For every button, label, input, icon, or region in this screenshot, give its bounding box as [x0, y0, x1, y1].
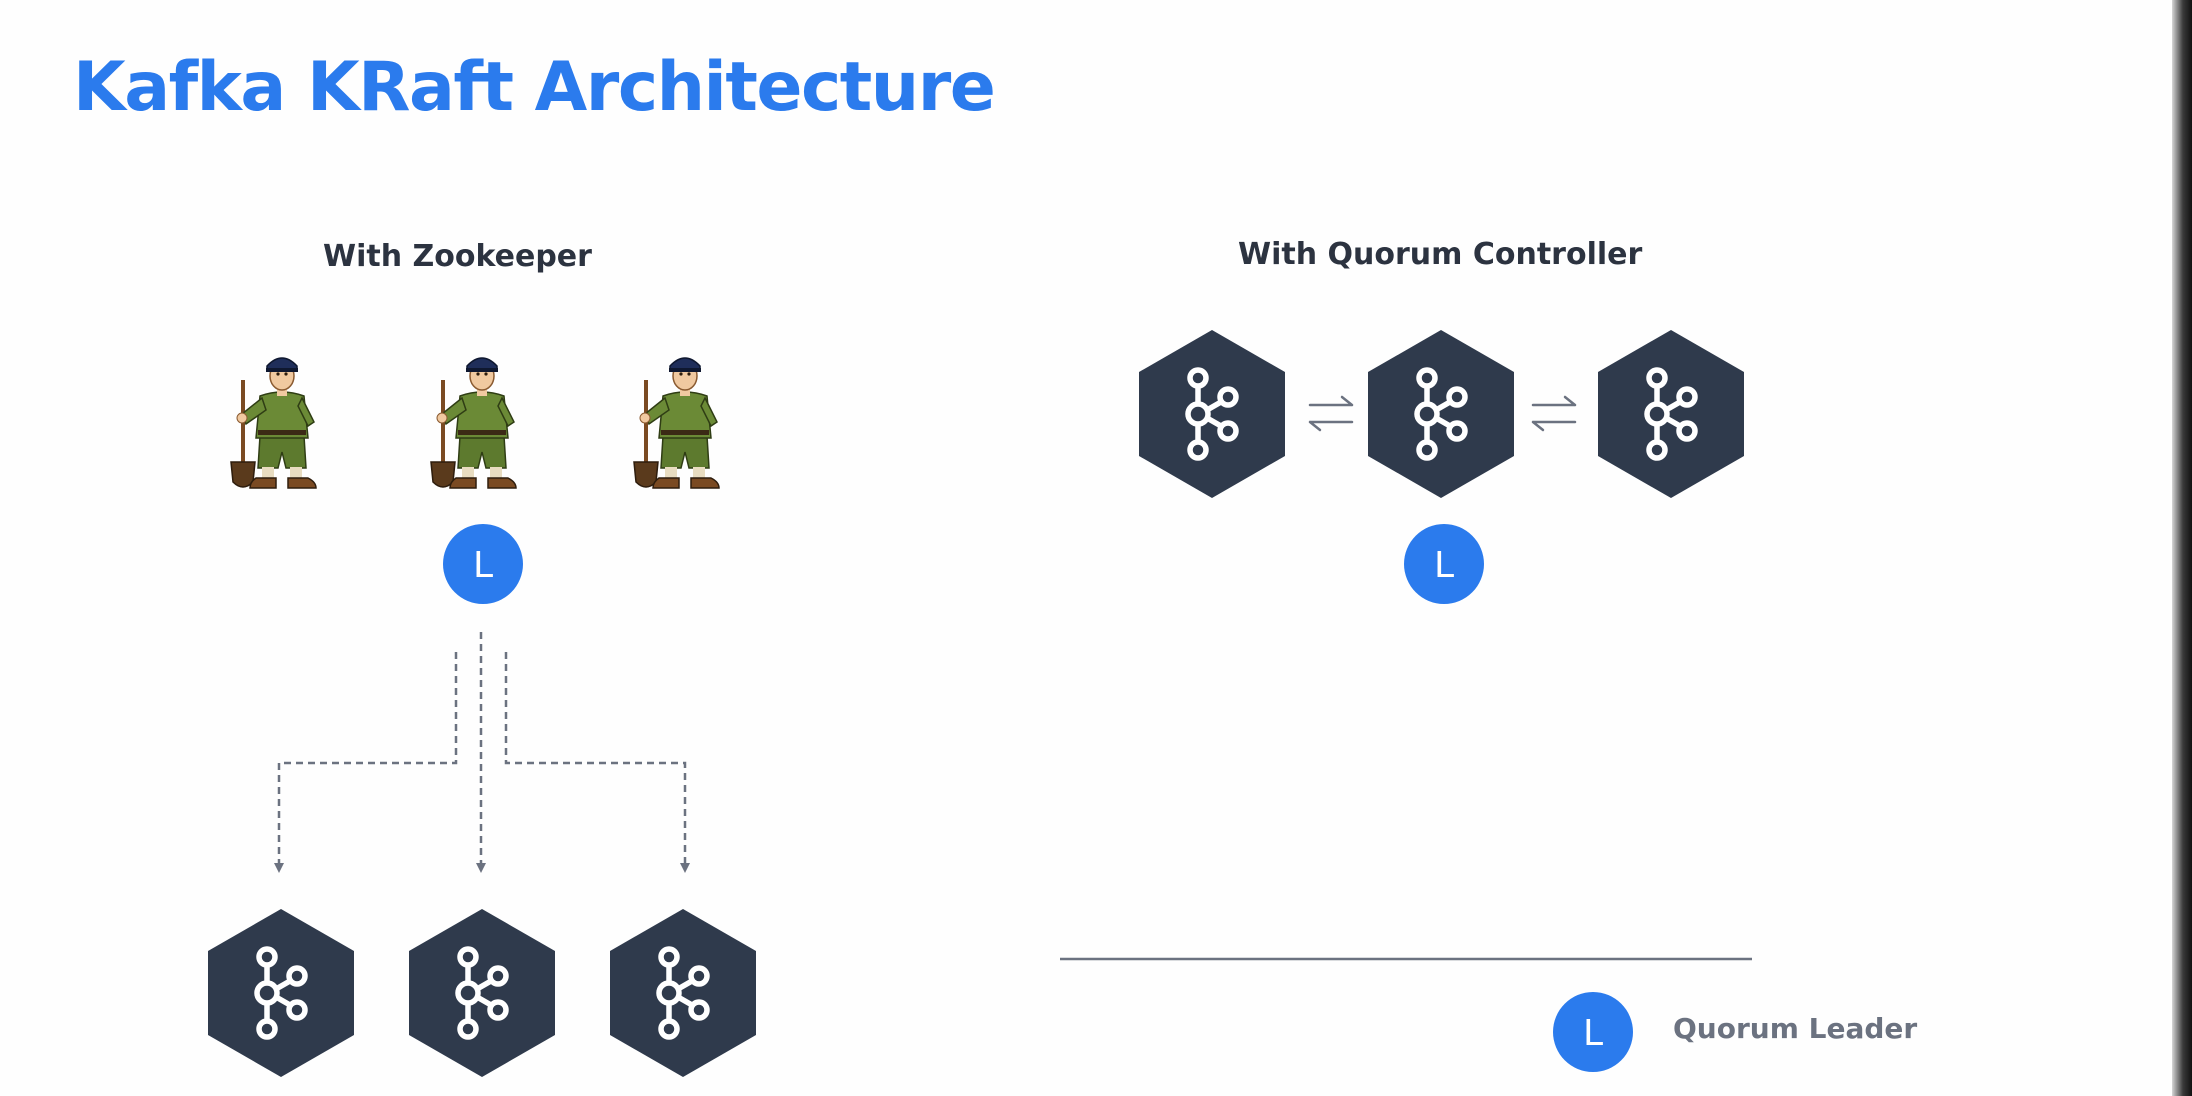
hexagon-shape — [409, 909, 555, 1077]
quorum-controller-2 — [1368, 330, 1514, 498]
connector-to-broker-3 — [504, 652, 690, 873]
bidirectional-arrows-icon — [1308, 395, 1354, 432]
zookeeper-keeper-icon — [230, 357, 317, 489]
zookeeper-leader-badge: L — [443, 524, 523, 604]
hexagon-shape — [208, 909, 354, 1077]
bidirectional-arrows-icon — [1531, 395, 1577, 432]
kafka-broker-2 — [409, 909, 555, 1077]
zookeeper-keeper-icon — [633, 357, 720, 489]
legend-badge-letter: L — [1583, 1013, 1603, 1054]
quorum-controller-3 — [1598, 330, 1744, 498]
zookeeper-node-1 — [230, 357, 317, 489]
hexagon-shape — [1368, 330, 1514, 498]
quorum-section-heading: With Quorum Controller — [1238, 237, 1643, 272]
hexagon-shape — [1139, 330, 1285, 498]
zookeeper-node-3 — [633, 357, 720, 489]
hexagon-shape — [1598, 330, 1744, 498]
leader-to-broker-connectors — [274, 632, 690, 873]
kafka-broker-1 — [208, 909, 354, 1077]
quorum-leader-badge: L — [1404, 524, 1484, 604]
kafka-broker-3 — [610, 909, 756, 1077]
legend-label: Quorum Leader — [1673, 1012, 1918, 1045]
slide-title: Kafka KRaft Architecture — [73, 48, 996, 127]
legend-badge: L — [1553, 992, 1633, 1072]
zookeeper-keeper-icon — [430, 357, 517, 489]
leader-badge-letter: L — [473, 545, 493, 586]
quorum-controller-1 — [1139, 330, 1285, 498]
leader-badge-letter: L — [1434, 545, 1454, 586]
zookeeper-node-2 — [430, 357, 517, 489]
zookeeper-section-heading: With Zookeeper — [323, 239, 592, 274]
hexagon-shape — [610, 909, 756, 1077]
window-edge — [2172, 0, 2192, 1096]
connector-to-broker-1 — [274, 652, 458, 873]
